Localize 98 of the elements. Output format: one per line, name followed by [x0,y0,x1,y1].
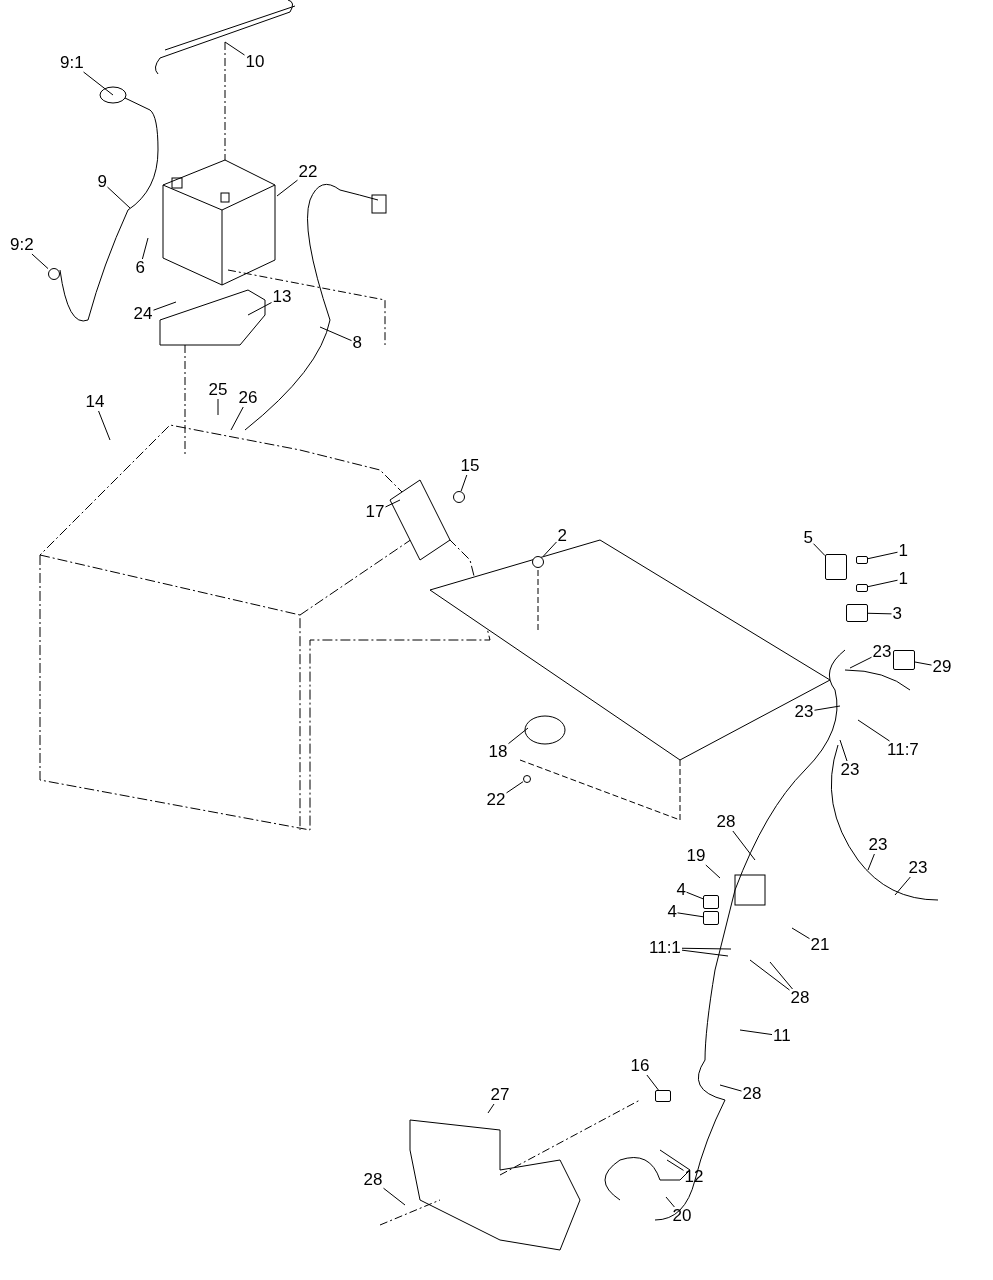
leader-line [31,253,49,270]
leader-line [813,543,826,557]
leader-line [719,1084,742,1092]
callout-number: 25 [208,381,228,399]
component-part [856,556,868,564]
leader-line [508,727,529,745]
leader-line [83,71,114,96]
leader-line [276,179,298,197]
leader-line [665,1196,675,1208]
callout-number: 18 [488,743,508,761]
leader-line [230,406,244,431]
callout-number: 9 [97,173,107,191]
callout-number: 27 [490,1086,510,1104]
leader-line [739,1029,773,1036]
leader-line [506,781,524,794]
callout-number: 3 [892,605,902,623]
callout-number: 28 [363,1171,383,1189]
leader-line [686,891,704,900]
callout-number: 28 [742,1085,762,1103]
callout-number: 23 [794,703,814,721]
callout-number: 29 [932,658,952,676]
callout-number: 28 [790,989,810,1007]
leader-line [749,959,790,991]
callout-number: 8 [352,334,362,352]
callout-number: 23 [868,836,888,854]
leader-line [894,876,911,896]
leader-line [867,551,898,560]
callout-number: 11 [773,1027,791,1045]
leader-line [867,612,892,615]
callout-number: 11:1 [649,939,681,957]
callout-number: 24 [133,305,153,323]
component-part [856,584,868,592]
leader-line [839,739,848,762]
callout-number: 4 [676,881,686,899]
callout-number: 4 [667,903,677,921]
leader-line [646,1074,659,1091]
callout-number: 5 [803,529,813,547]
leader-line [914,661,932,666]
leader-line [385,499,401,508]
callout-number: 2 [557,527,567,545]
callout-number: 9:2 [10,236,34,254]
leader-line [677,912,704,918]
leader-line [769,961,793,990]
component-part [703,895,719,909]
leader-line [666,1159,684,1171]
leader-line [460,474,468,492]
callout-number: 6 [135,259,145,277]
callout-number: 19 [686,847,706,865]
leader-line [153,301,177,311]
callout-number: 1 [898,542,908,560]
callout-number: 22 [486,791,506,809]
leader-line [383,1187,406,1206]
callout-number: 13 [272,288,292,306]
callout-number: 11:7 [887,741,919,759]
leader-line [487,1103,495,1114]
callout-number: 16 [630,1057,650,1075]
leader-line [319,326,352,342]
leader-line [857,719,890,742]
leader-line [98,410,111,441]
component-part [846,604,868,622]
leader-line [681,949,729,957]
callout-number: 26 [238,389,258,407]
round-part [48,268,60,280]
callout-number: 23 [840,761,860,779]
leader-line [732,830,756,861]
round-part [453,491,465,503]
leader-line [543,541,557,557]
callout-number: 10 [245,53,265,71]
callout-number: 28 [716,813,736,831]
leader-line [247,302,272,316]
leader-line [705,864,721,879]
callout-number: 9:1 [60,54,84,72]
round-part [523,775,531,783]
callout-number: 23 [872,643,892,661]
leader-line [867,853,875,871]
callout-number: 22 [298,163,318,181]
leader-line [217,398,219,416]
callout-number: 12 [684,1168,704,1186]
callout-number: 17 [365,503,385,521]
component-part [655,1090,671,1102]
callout-number: 20 [672,1207,692,1225]
leader-line [681,947,732,950]
callout-number: 23 [908,859,928,877]
leader-line [867,579,898,588]
callout-number: 21 [810,936,830,954]
callout-number: 15 [460,457,480,475]
leader-line [141,237,149,260]
callout-number: 1 [898,570,908,588]
leader-line [224,41,245,56]
leader-line [107,186,131,209]
callout-number: 14 [85,393,105,411]
leader-line [791,927,810,940]
component-part [825,554,847,580]
component-part [703,911,719,925]
leader-line [814,705,841,711]
round-part [532,556,544,568]
component-part [893,650,915,670]
leader-line [849,656,872,669]
